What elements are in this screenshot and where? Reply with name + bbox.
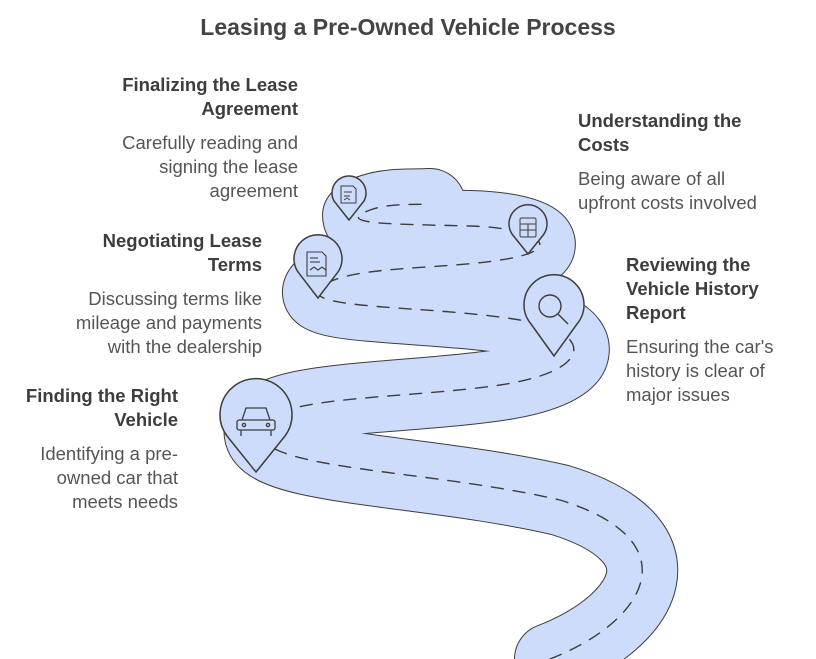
marker-costs [508, 204, 548, 256]
step-description: Being aware of all upfront costs involve… [578, 168, 757, 213]
step-finding-vehicle: Finding the Right Vehicle Identifying a … [10, 384, 178, 514]
step-negotiating: Negotiating Lease Terms Discussing terms… [60, 229, 262, 359]
road-center-line [259, 203, 643, 659]
handshake-document-icon [306, 251, 327, 277]
marker-negotiating [293, 233, 343, 300]
marker-finalizing [331, 175, 367, 222]
step-finalizing: Finalizing the Lease Agreement Carefully… [118, 73, 298, 203]
signing-document-icon [340, 185, 357, 204]
car-icon [236, 407, 276, 436]
step-heading: Negotiating Lease Terms [102, 230, 262, 275]
marker-history-report [523, 273, 585, 358]
step-history-report: Reviewing the Vehicle History Report Ens… [626, 253, 806, 407]
step-heading: Understanding the Costs [578, 110, 742, 155]
step-description: Carefully reading and signing the lease … [122, 132, 298, 201]
step-heading: Finalizing the Lease Agreement [122, 74, 298, 119]
magnifier-icon [538, 294, 569, 325]
diagram-title: Leasing a Pre-Owned Vehicle Process [200, 14, 616, 40]
step-costs: Understanding the Costs Being aware of a… [578, 109, 763, 215]
step-description: Discussing terms like mileage and paymen… [75, 288, 262, 357]
step-heading: Reviewing the Vehicle History Report [626, 254, 759, 323]
step-description: Ensuring the car's history is clear of m… [626, 336, 774, 405]
step-description: Identifying a pre-owned car that meets n… [40, 443, 178, 512]
marker-finding-vehicle [219, 377, 293, 474]
calculator-icon [519, 217, 537, 238]
step-heading: Finding the Right Vehicle [25, 385, 178, 430]
